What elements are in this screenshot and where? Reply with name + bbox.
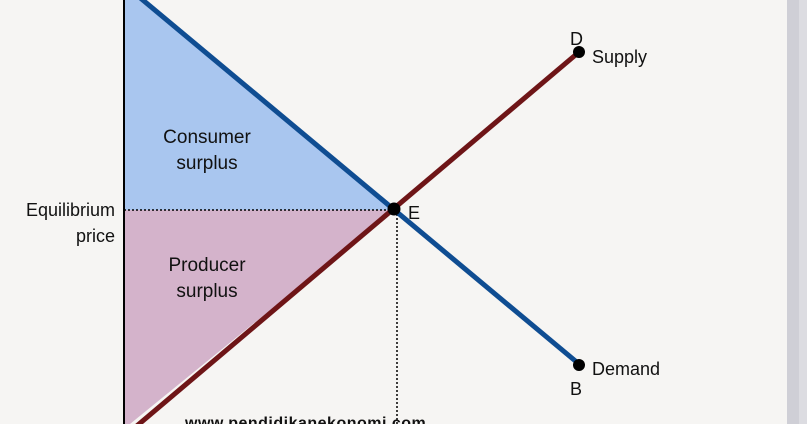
producer-surplus-label: Producer surplus: [152, 253, 262, 305]
supply-label: Supply: [592, 47, 648, 67]
point-b-label: B: [570, 379, 583, 399]
producer-surplus-line2: surplus: [176, 281, 238, 302]
equilibrium-price-label: Equilibrium price: [0, 197, 115, 249]
consumer-surplus-area: [124, 0, 393, 210]
consumer-surplus-line2: surplus: [176, 153, 238, 174]
supply-curve: [135, 50, 581, 424]
point-b-marker: [573, 359, 585, 371]
demand-label: Demand: [592, 359, 661, 379]
watermark-text: www.pendidikanekonomi.com: [185, 415, 427, 424]
point-e-label: E: [408, 203, 421, 223]
point-d-label: D: [570, 29, 583, 49]
consumer-surplus-label: Consumer surplus: [152, 125, 262, 177]
equilibrium-price-line2: price: [75, 226, 115, 246]
scrollbar[interactable]: [787, 0, 807, 424]
equilibrium-price-line1: Equilibrium: [25, 200, 115, 220]
point-d-marker: [573, 46, 585, 58]
point-e-marker: [387, 202, 401, 216]
consumer-surplus-line1: Consumer: [163, 127, 251, 148]
producer-surplus-line1: Producer: [168, 255, 246, 276]
demand-curve: [138, 0, 581, 366]
